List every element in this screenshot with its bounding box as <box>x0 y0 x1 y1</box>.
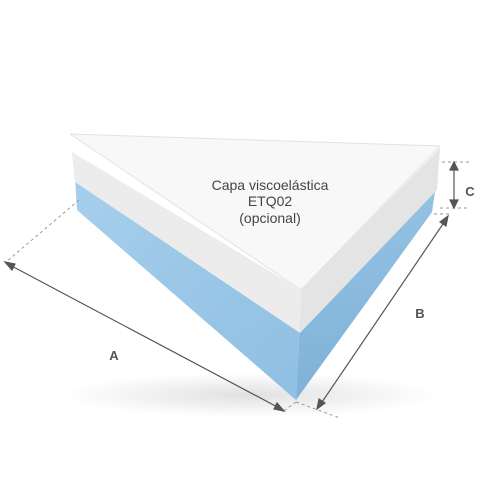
visco-top-edge <box>69 133 442 291</box>
dimension-line-a <box>5 262 284 411</box>
arrowhead-c-end <box>449 199 459 210</box>
visco-front-side <box>72 152 301 333</box>
layer-label-line3: (opcional) <box>239 210 300 226</box>
layer-label-line2: ETQ02 <box>248 193 293 209</box>
extension-line-b-bottom <box>295 401 341 419</box>
arrowhead-c-start <box>449 160 459 171</box>
extension-lines <box>5 161 470 419</box>
dimension-line-b <box>317 217 448 409</box>
visco-right-side <box>300 148 440 333</box>
dimension-lines <box>3 160 459 412</box>
arrowhead-b-end <box>316 398 327 411</box>
visco-top-face <box>70 134 440 290</box>
arrowhead-a-end <box>273 401 286 412</box>
base-front-face <box>75 178 300 400</box>
arrowhead-a-start <box>3 261 16 272</box>
floor-shadow <box>60 373 440 417</box>
layer-label-line1: Capa viscoelástica <box>212 177 329 193</box>
arrowhead-b-start <box>438 214 449 227</box>
extension-line-a-right <box>281 401 297 413</box>
dimension-label-c: C <box>465 184 475 199</box>
extension-line-a-left <box>5 199 80 263</box>
dimension-label-b: B <box>415 306 424 321</box>
base-right-face <box>296 185 436 400</box>
dimension-label-a: A <box>109 348 119 363</box>
